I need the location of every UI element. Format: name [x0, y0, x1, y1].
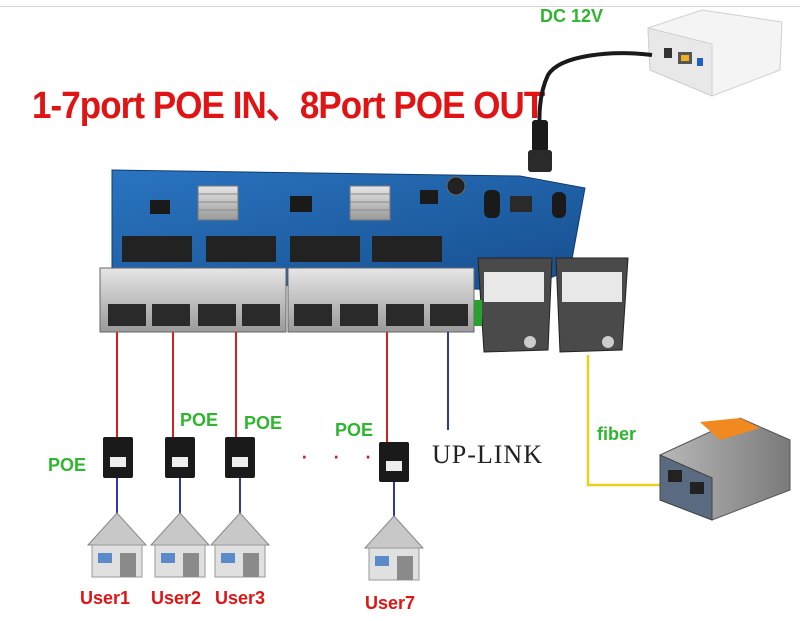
user-label: User1	[80, 588, 131, 608]
ellipsis: · · ·	[300, 440, 381, 470]
poe-injector	[225, 437, 255, 478]
power-adapter	[647, 9, 783, 97]
heatsink	[197, 185, 239, 221]
power-cable	[537, 51, 653, 151]
user-house-icon	[86, 512, 148, 578]
heatsink	[349, 185, 391, 221]
fiber-label: fiber	[597, 424, 637, 444]
poe-injector	[379, 442, 409, 482]
dc-plug	[528, 120, 552, 172]
user-label: User7	[365, 593, 416, 613]
uplink-label: UP-LINK	[432, 440, 543, 469]
user-label: User3	[215, 588, 266, 608]
poe-injector	[103, 437, 133, 478]
poe-label: POE	[244, 413, 283, 433]
diagram-title: 1-7port POE IN、8Port POE OUT	[32, 85, 545, 127]
fiber-cable	[586, 355, 668, 487]
user-house-icon	[209, 512, 271, 578]
user-label: User2	[151, 588, 202, 608]
poe-label: POE	[48, 455, 87, 475]
poe-label: POE	[180, 410, 219, 430]
rj45-ports	[108, 304, 468, 326]
user-house-icon	[363, 515, 425, 581]
fiber-module-b	[555, 257, 629, 353]
top-divider	[0, 6, 800, 7]
media-converter	[659, 417, 791, 521]
power-label: DC 12V	[540, 6, 604, 26]
terminal-block	[474, 300, 482, 326]
poe-injector	[165, 437, 195, 478]
fiber-module-a	[477, 257, 553, 353]
poe-label: POE	[335, 420, 374, 440]
user-house-icon	[149, 512, 211, 578]
